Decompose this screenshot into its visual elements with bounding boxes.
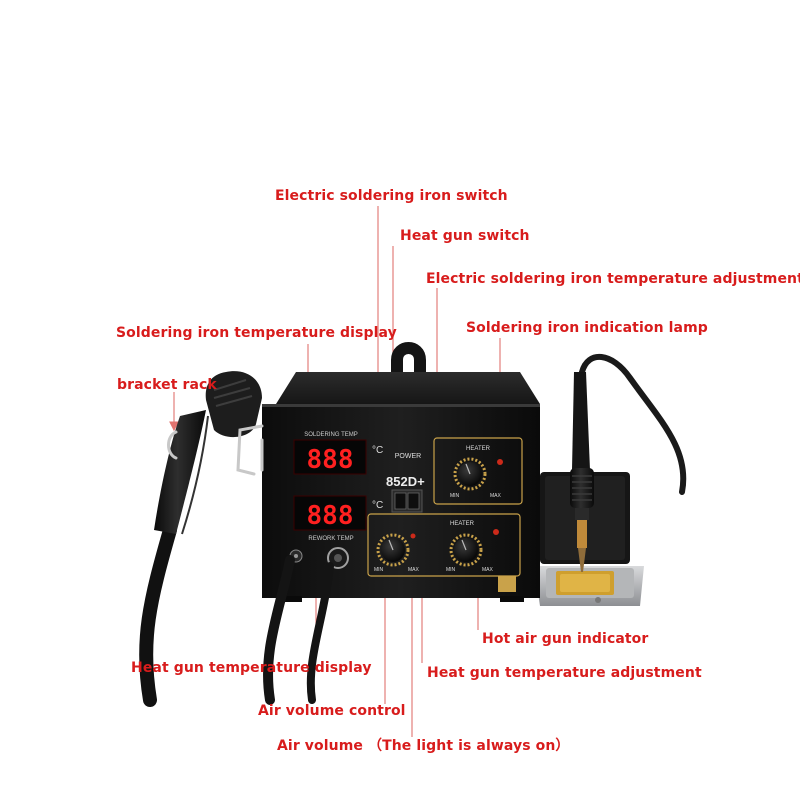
callout-iron-switch: Electric soldering iron switch: [275, 188, 508, 204]
iron-max-label: MAX: [490, 493, 502, 499]
rework-temp-display: 888 REWORK TEMP °C: [293, 495, 383, 542]
air-min-label: MIN: [374, 567, 384, 573]
callout-gun-temp-display: Heat gun temperature display: [131, 660, 372, 676]
gun-indicator-lamp: [493, 529, 499, 535]
callout-gun-indicator: Hot air gun indicator: [482, 631, 649, 647]
callout-iron-temp-adjust: Electric soldering iron temperature adju…: [426, 271, 800, 287]
iron-indicator-lamp: [497, 459, 503, 465]
gun-heater-panel: HEATER MIN MAX MIN MAX: [367, 513, 521, 592]
soldering-iron-pen: [570, 372, 594, 572]
gun-max-label: MAX: [482, 567, 494, 573]
soldering-iron-cable: [579, 353, 687, 495]
callout-iron-temp-display: Soldering iron temperature display: [116, 325, 397, 341]
air-volume-lamp: [410, 533, 416, 539]
callout-air-volume-control: Air volume control: [258, 703, 406, 719]
rework-temp-unit: °C: [372, 500, 383, 511]
bracket-rack: [167, 424, 264, 476]
power-label: POWER: [395, 453, 421, 460]
callout-air-volume: Air volume （The light is always on）: [277, 738, 570, 754]
soldering-temp-unit: °C: [372, 445, 383, 456]
gun-min-label: MIN: [446, 567, 456, 573]
air-max-label: MAX: [408, 567, 420, 573]
callout-gun-temp-adjust: Heat gun temperature adjustment: [427, 665, 702, 681]
rework-temp-label: REWORK TEMP: [308, 536, 353, 542]
callout-iron-lamp: Soldering iron indication lamp: [466, 320, 708, 336]
soldering-temp-label: SOLDERING TEMP: [304, 432, 358, 438]
callout-bracket-rack: bracket rack: [117, 377, 217, 393]
power-switch-panel: POWER 852D+: [386, 453, 425, 513]
iron-min-label: MIN: [450, 493, 460, 499]
iron-power-switch[interactable]: [394, 492, 407, 510]
callout-gun-switch: Heat gun switch: [400, 228, 530, 244]
rework-temp-value: 888: [307, 501, 354, 531]
soldering-temp-value: 888: [307, 445, 354, 475]
gun-power-switch[interactable]: [407, 492, 420, 510]
gun-heater-label: HEATER: [450, 521, 475, 527]
iron-heater-panel: HEATER MIN MAX: [433, 437, 523, 505]
model-label: 852D+: [386, 474, 425, 489]
soldering-temp-display: 888 SOLDERING TEMP °C: [293, 432, 383, 475]
hot-air-gun: [139, 371, 334, 707]
iron-heater-label: HEATER: [466, 446, 491, 452]
connector-ports: [289, 547, 349, 569]
